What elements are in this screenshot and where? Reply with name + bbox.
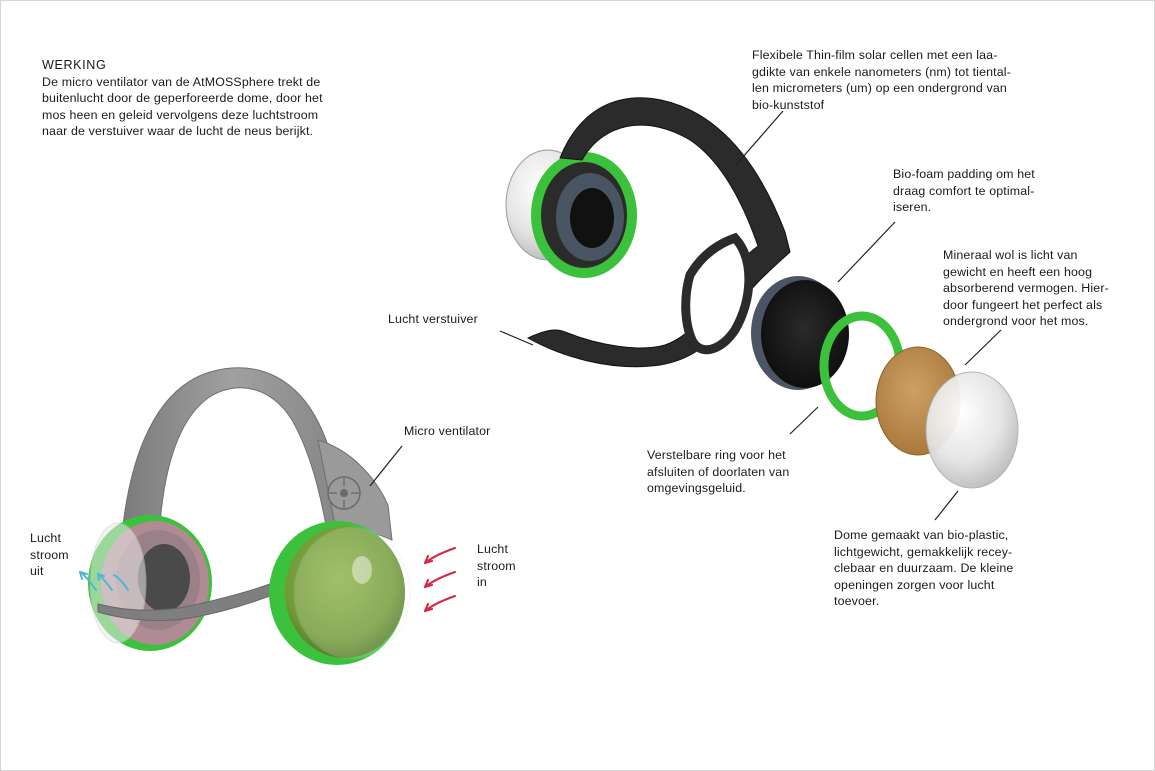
label-line: in <box>477 575 487 590</box>
werking-title: WERKING <box>42 58 107 72</box>
label-line: Lucht <box>477 542 509 556</box>
label-airflow-in: Lucht stroom in <box>477 541 516 591</box>
exploded-view <box>505 97 1019 489</box>
label-line: iseren. <box>893 200 932 215</box>
werking-line: De micro ventilator van de AtMOSSphere t… <box>42 74 321 89</box>
label-line: gdikte van enkele nanometers (nm) tot ti… <box>752 64 1011 79</box>
label-line: Mineraal wol is licht van <box>943 248 1078 262</box>
label-line: Dome gemaakt van bio-plastic, <box>834 528 1009 542</box>
werking-block: WERKING De micro ventilator van de AtMOS… <box>42 57 323 140</box>
label-line: omgevingsgeluid. <box>647 481 746 496</box>
label-line: Lucht <box>30 531 62 545</box>
label-line: toevoer. <box>834 594 880 609</box>
label-verstuiver: Lucht verstuiver <box>388 311 478 328</box>
airflow-in-arrows <box>423 546 457 613</box>
label-line: Micro ventilator <box>404 424 491 438</box>
label-line: stroom <box>477 558 516 573</box>
label-mineral-wool: Mineraal wol is licht van gewicht en hee… <box>943 247 1109 330</box>
label-line: uit <box>30 564 44 579</box>
airflow-out-arrows <box>79 571 129 591</box>
label-line: len micrometers (um) op een ondergrond v… <box>752 81 1007 96</box>
label-line: Bio-foam padding om het <box>893 167 1035 181</box>
right-ear-cup <box>269 521 411 665</box>
label-micro-ventilator: Micro ventilator <box>404 423 490 440</box>
label-line: clebaar en duurzaam. De kleine <box>834 561 1014 576</box>
micro-ventilator <box>327 476 361 510</box>
assembled-view <box>88 367 411 665</box>
label-line: lichtgewicht, gemakkelijk recey- <box>834 544 1013 559</box>
label-foam-padding: Bio-foam padding om het draag comfort te… <box>893 166 1035 216</box>
label-airflow-out: Lucht stroom uit <box>30 530 69 580</box>
label-line: bio-kunststof <box>752 97 825 112</box>
label-line: draag comfort te optimal- <box>893 183 1035 198</box>
label-line: absorberend vermogen. Hier- <box>943 281 1109 296</box>
werking-line: mos heen en geleid vervolgens deze lucht… <box>42 107 319 122</box>
leader-lines-exploded <box>499 110 1002 521</box>
label-dome: Dome gemaakt van bio-plastic, lichtgewic… <box>834 527 1013 610</box>
leader-line-ventilator <box>369 445 403 487</box>
werking-line: naar de verstuiver waar de lucht de neus… <box>42 124 314 139</box>
dome <box>925 371 1019 489</box>
label-line: gewicht en heeft een hoog <box>943 264 1093 279</box>
label-line: door fungeert het perfect als <box>943 297 1103 312</box>
label-line: ondergrond voor het mos. <box>943 314 1089 329</box>
label-line: Flexibele Thin-film solar cellen met een… <box>752 48 998 62</box>
label-line: Verstelbare ring voor het <box>647 448 786 462</box>
label-adjustable-ring: Verstelbare ring voor het afsluiten of d… <box>647 447 789 497</box>
label-line: afsluiten of doorlaten van <box>647 464 790 479</box>
left-earpiece <box>531 152 637 278</box>
label-line: stroom <box>30 547 69 562</box>
werking-line: buitenlucht door de geperforeerde dome, … <box>42 91 323 106</box>
label-solar-cells: Flexibele Thin-film solar cellen met een… <box>752 47 1011 113</box>
label-line: Lucht verstuiver <box>388 312 478 326</box>
label-line: openingen zorgen voor lucht <box>834 577 995 592</box>
